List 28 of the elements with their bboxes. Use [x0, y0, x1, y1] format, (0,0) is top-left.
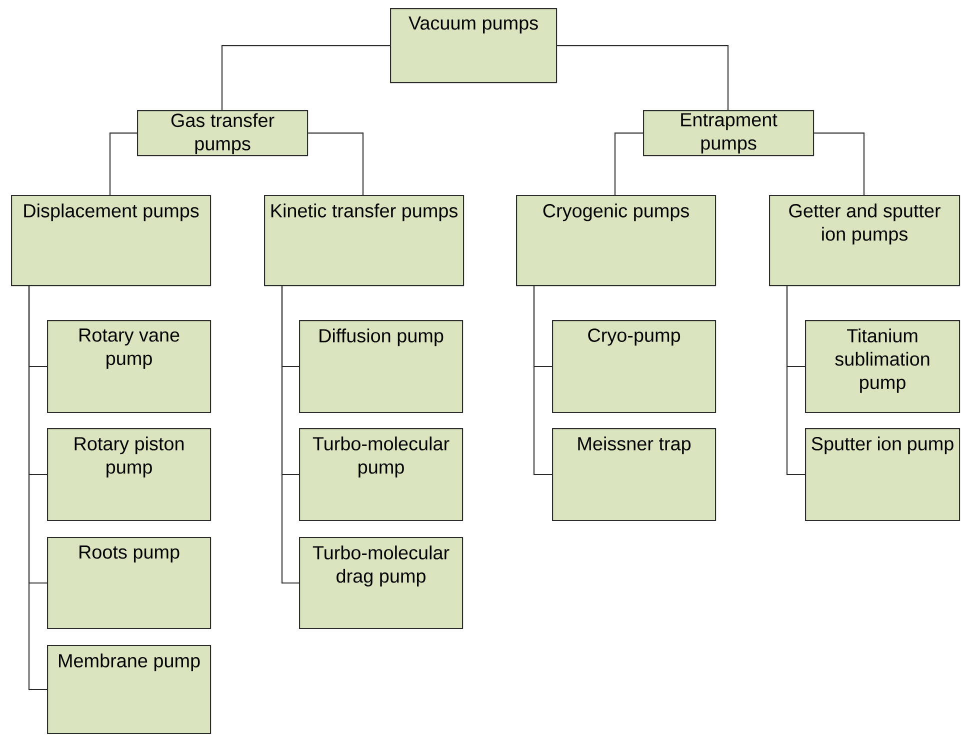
pump-box: Rotary piston pump [47, 428, 212, 522]
pump-box: Meissner trap [552, 428, 716, 522]
pump-box: Cryogenic pumps [516, 195, 716, 286]
pump-box: Kinetic transfer pumps [264, 195, 464, 286]
connector-line [308, 132, 364, 195]
connector-line [557, 45, 729, 110]
pump-box: Entrapment pumps [643, 110, 814, 156]
connector-line [221, 45, 390, 110]
pump-box: Vacuum pumps [390, 8, 558, 84]
connector-line [109, 132, 137, 195]
pump-box: Diffusion pump [299, 320, 464, 414]
connector-line [533, 286, 552, 476]
pump-box: Sputter ion pump [805, 428, 960, 522]
pump-box: Membrane pump [47, 645, 212, 734]
pump-box: Displacement pumps [11, 195, 212, 286]
connector-line [28, 286, 47, 690]
pump-box: Titanium sublimation pump [805, 320, 960, 414]
pump-box: Turbo-molecular drag pump [299, 537, 464, 630]
pump-box: Cryo-pump [552, 320, 716, 414]
pump-box: Rotary vane pump [47, 320, 212, 414]
connector-line [614, 132, 643, 195]
connector-line [786, 286, 805, 476]
connector-line [281, 286, 299, 584]
pump-box: Turbo-molecular pump [299, 428, 464, 522]
pump-box: Roots pump [47, 537, 212, 630]
pump-box: Getter and sputter ion pumps [769, 195, 960, 286]
pump-box: Gas transfer pumps [137, 110, 308, 156]
connector-line [814, 132, 865, 195]
